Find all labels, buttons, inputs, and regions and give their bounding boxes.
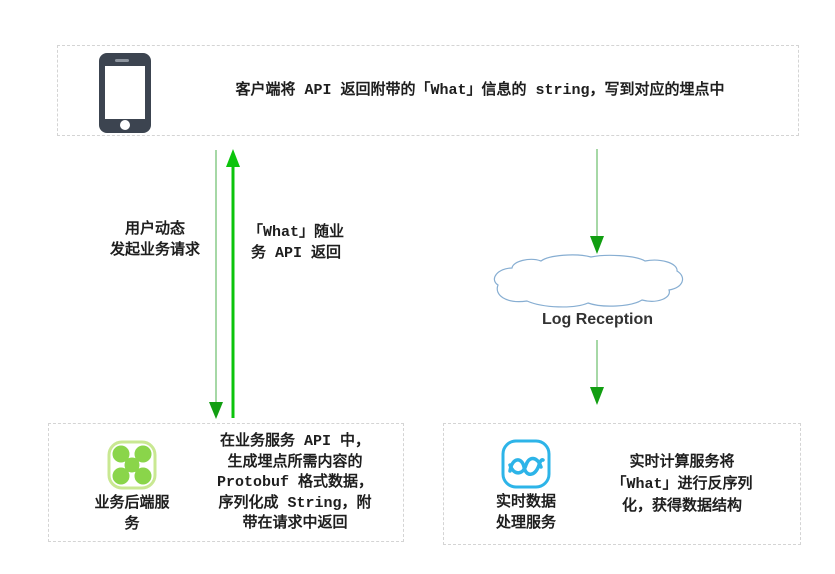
cloud-to-realtime-arrow-head: [590, 387, 604, 405]
realtime-service-description: 实时计算服务将 「What」进行反序列 化，获得数据结构: [611, 454, 753, 515]
backend-service-description: 在业务服务 API 中， 生成埋点所需内容的 Protobuf 格式数据， 序列…: [216, 433, 373, 532]
log-reception-label: Log Reception: [541, 311, 654, 328]
client-box: [57, 45, 799, 136]
what-return-arrow-head: [226, 149, 240, 167]
backend-service-label: 业务后端服 务: [94, 495, 170, 533]
user-request-label: 用户动态 发起业务请求: [109, 221, 200, 259]
user-request-arrow-head: [209, 402, 223, 419]
wave-stream-icon: [501, 439, 551, 489]
client-to-cloud-arrow-head: [590, 236, 604, 254]
smartphone-icon: [99, 53, 151, 133]
hub-x-icon: [107, 440, 157, 490]
cloud-icon: [493, 254, 684, 308]
backend-box: [48, 423, 404, 542]
realtime-box: [443, 423, 801, 545]
what-return-label: 「What」随业 务 API 返回: [247, 224, 344, 262]
client-box-text: 客户端将 API 返回附带的「What」信息的 string，写到对应的埋点中: [235, 82, 725, 99]
realtime-service-label: 实时数据 处理服务: [495, 494, 556, 532]
